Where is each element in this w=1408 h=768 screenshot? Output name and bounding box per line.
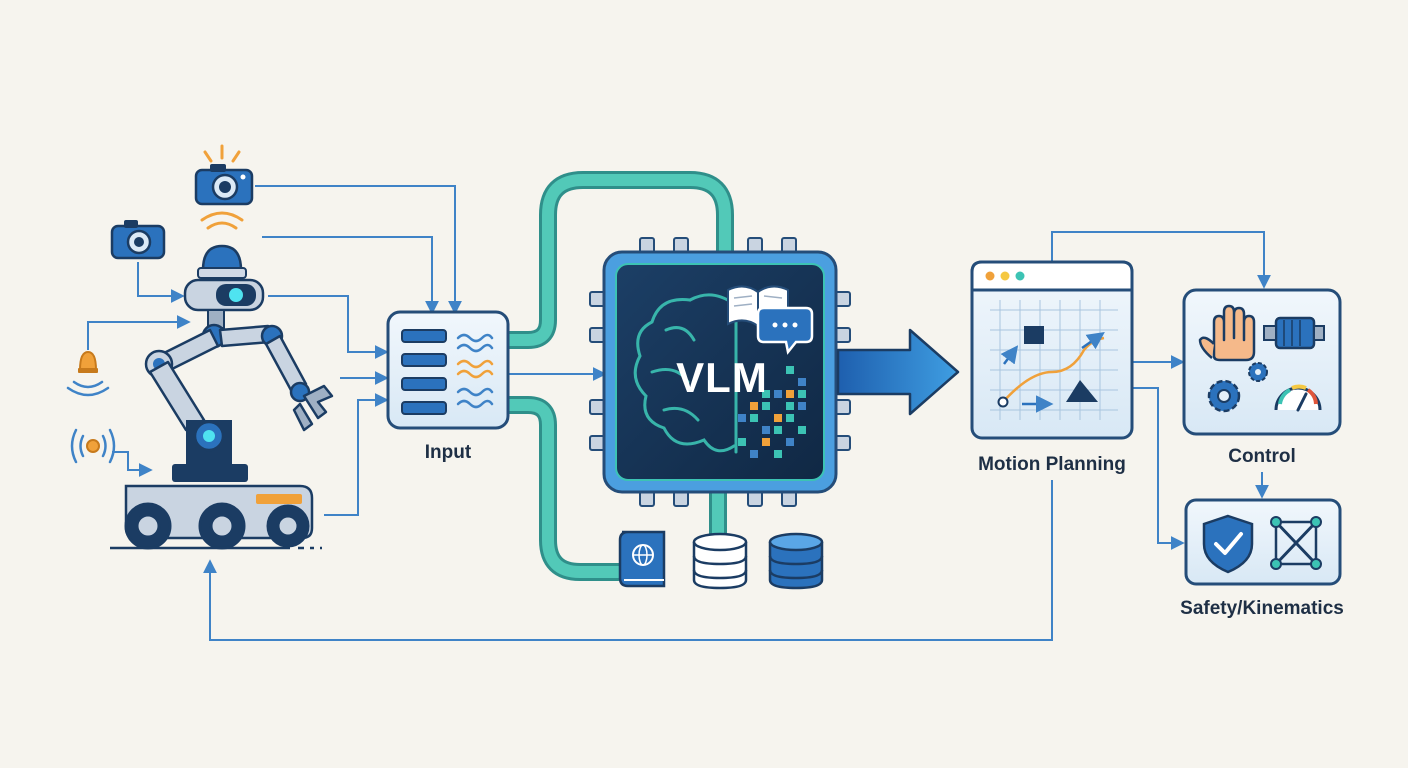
web-book-icon <box>618 530 666 588</box>
edge-feedback-to-robot <box>203 480 1053 641</box>
knowledge-sources <box>618 530 824 590</box>
camera-icon <box>194 144 254 206</box>
wireless-sensor-icon <box>70 428 116 464</box>
camera-icon <box>110 220 166 260</box>
gauge-icon <box>1274 384 1322 412</box>
vlm-chip-node: VLM <box>589 237 851 507</box>
robot-arm-icon <box>110 211 334 550</box>
safety-node: Safety/Kinematics <box>1180 498 1344 619</box>
brain-chip-icon <box>589 237 851 507</box>
sources <box>66 144 334 550</box>
edge-robot-head-to-input <box>268 295 389 359</box>
shield-icon <box>1202 514 1254 574</box>
motor-icon <box>1263 316 1325 350</box>
edge-motion-to-safety <box>1132 387 1185 550</box>
control-label: Control <box>1228 446 1296 467</box>
edge-wireless-to-robot <box>112 451 153 477</box>
input-node: Input <box>386 310 510 463</box>
output-arrow <box>836 328 960 416</box>
database-icon <box>692 532 748 590</box>
edge-base-to-input <box>324 393 389 516</box>
shield-joint-icon <box>1184 498 1342 586</box>
database-icon <box>768 532 824 590</box>
vlm-title: VLM <box>676 354 768 401</box>
hand-icon <box>1198 304 1256 362</box>
teal-pipes <box>499 171 734 581</box>
edge-beacon-to-robot <box>87 315 191 350</box>
edge-camera-top-to-input <box>255 185 462 315</box>
edge-lidar-to-input <box>262 236 439 315</box>
safety-label: Safety/Kinematics <box>1180 598 1344 619</box>
edge-camera-left-to-robot <box>137 262 185 303</box>
input-label: Input <box>425 442 472 463</box>
motion-planning-label: Motion Planning <box>978 454 1126 475</box>
edge-motion-to-control-top <box>1051 231 1271 289</box>
kinematics-joint-icon <box>1270 516 1322 570</box>
data-stream-icon <box>386 310 510 430</box>
chat-bubble-icon <box>756 306 814 355</box>
gear-icon <box>1207 362 1268 413</box>
control-node: Control <box>1182 288 1342 467</box>
beacon-icon <box>66 350 110 397</box>
trajectory-chart-icon <box>970 260 1134 440</box>
hand-motor-gauge-icon <box>1182 288 1342 436</box>
pixel-grid <box>738 366 806 458</box>
connectors <box>87 185 1271 641</box>
motion-planning-node: Motion Planning <box>970 260 1134 475</box>
